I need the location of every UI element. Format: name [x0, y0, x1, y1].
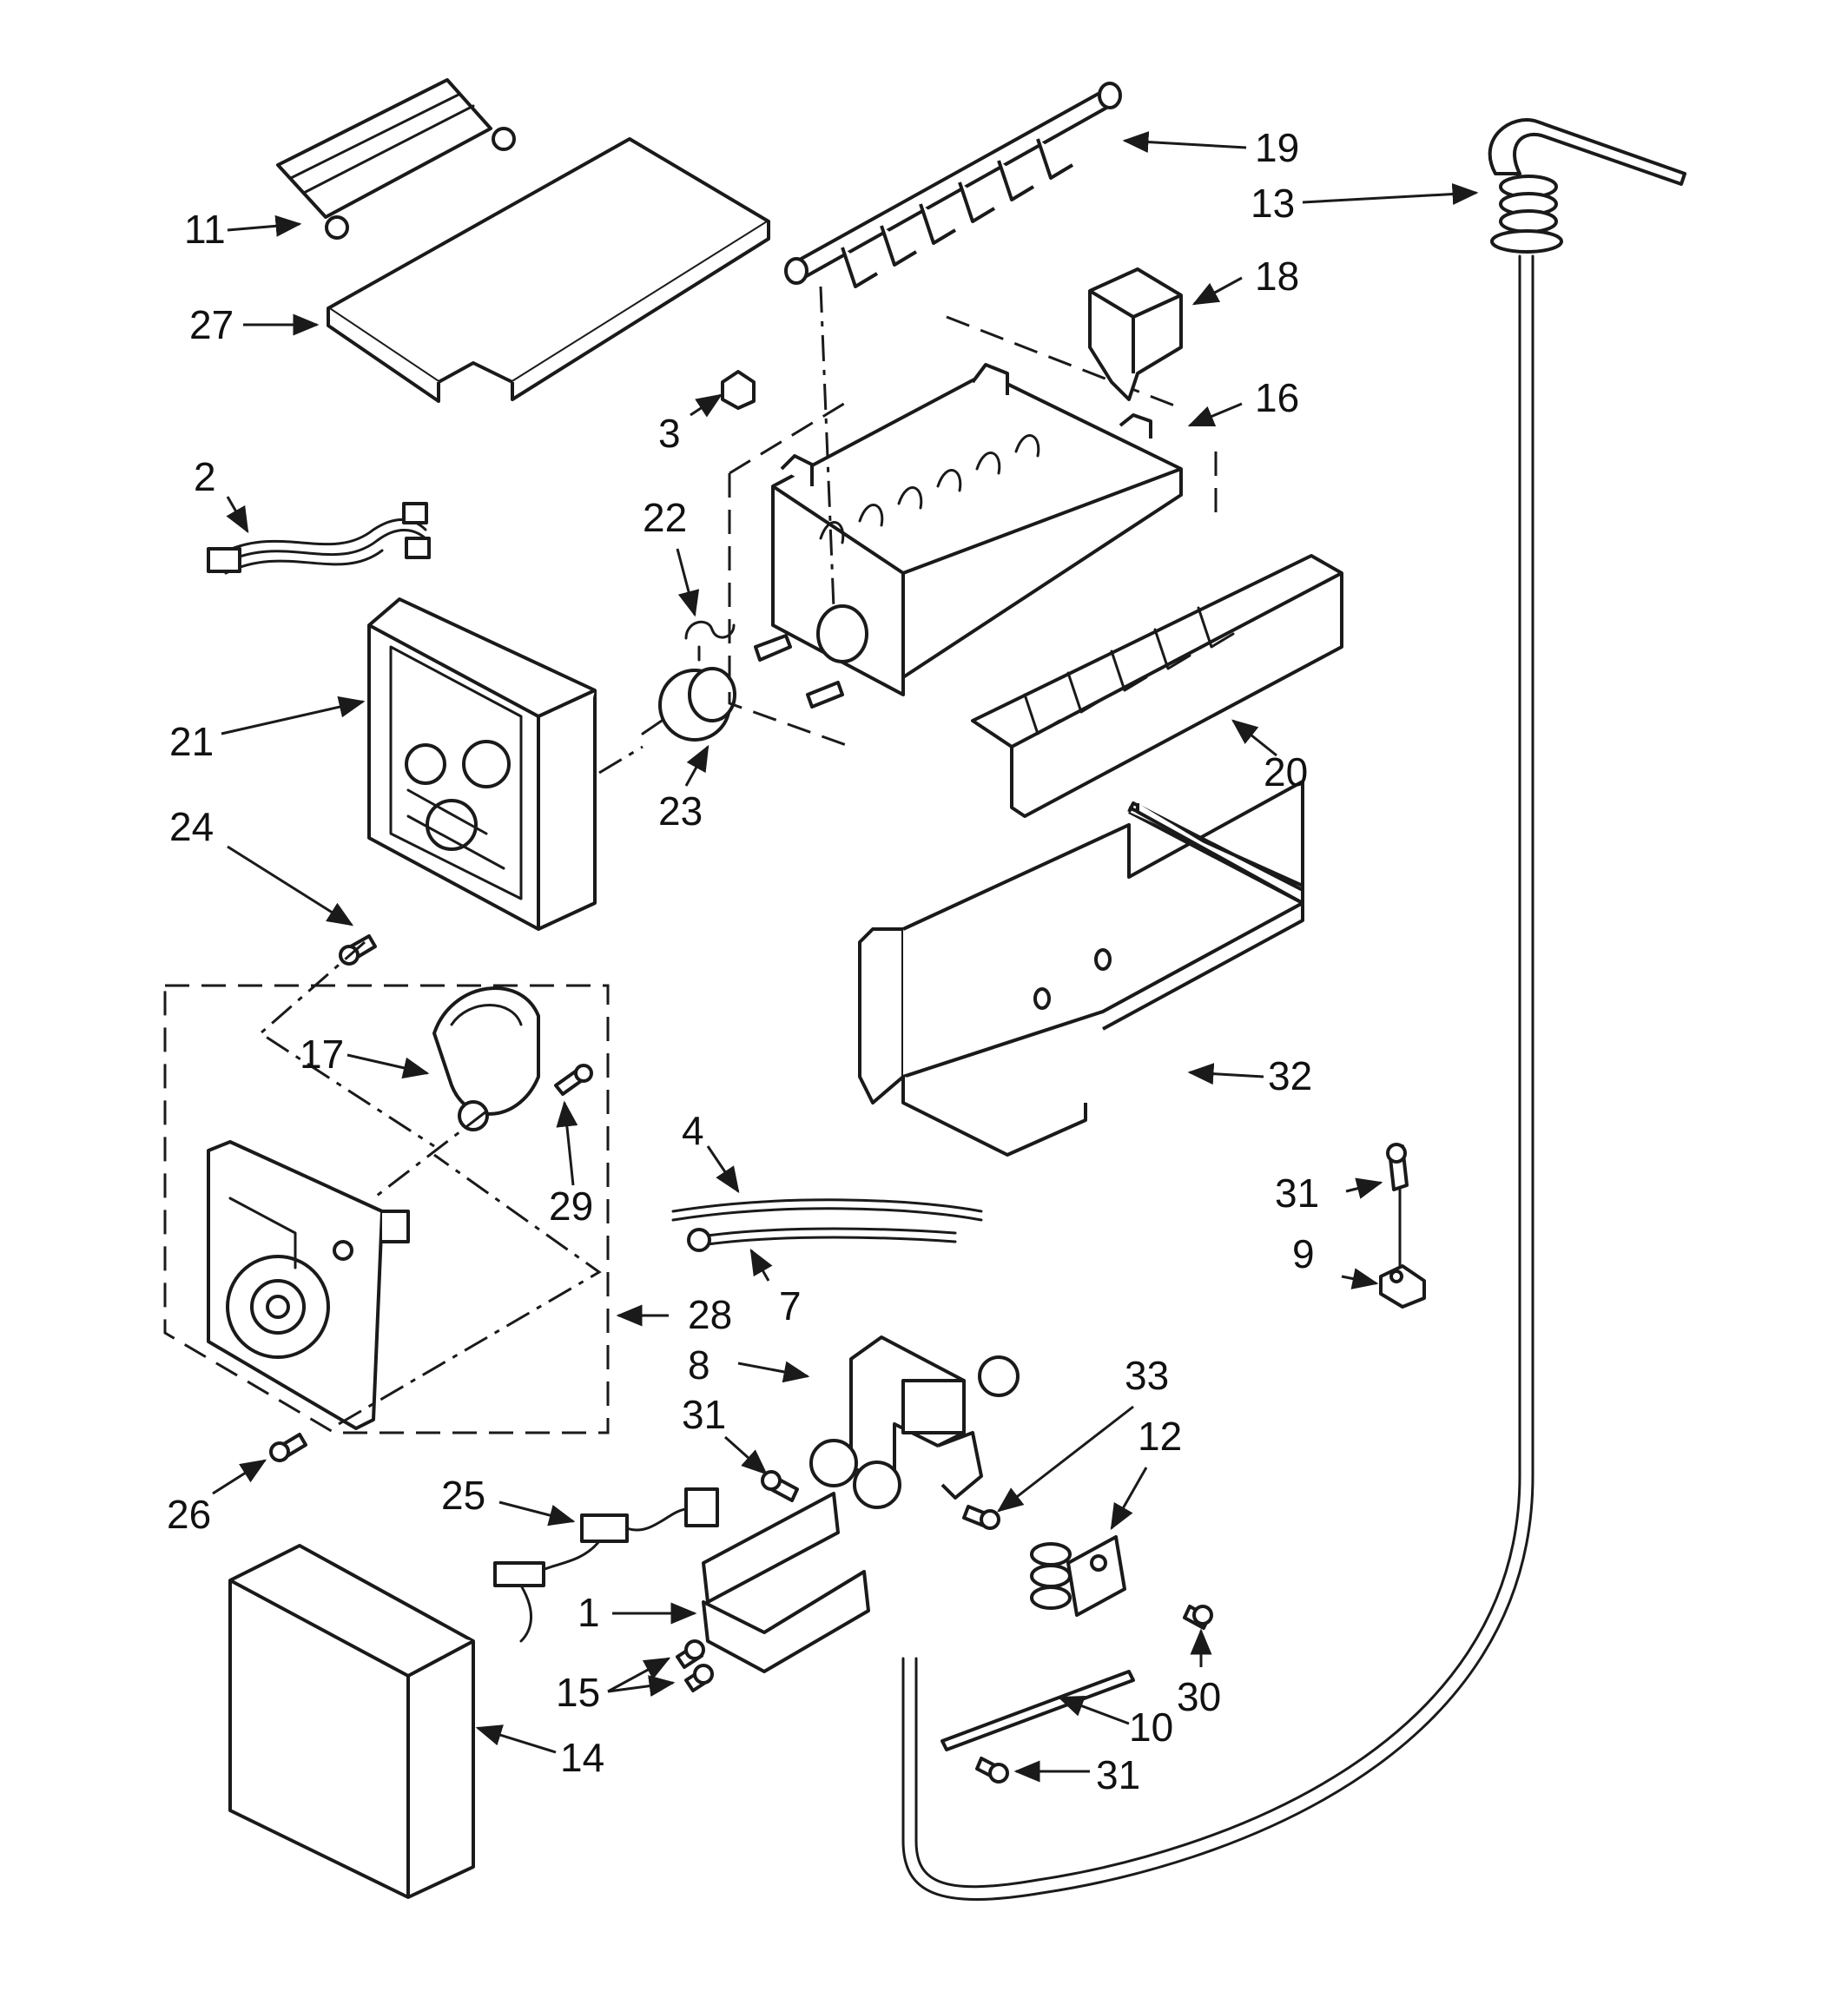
screw-29-part [554, 1064, 593, 1096]
callout-13: 13 [1251, 181, 1295, 226]
clamp-part [1030, 1535, 1126, 1617]
callout-22: 22 [643, 495, 687, 540]
callout-12: 12 [1138, 1414, 1182, 1459]
ejector-part [784, 82, 1122, 609]
callout-9: 9 [1292, 1231, 1315, 1276]
callout-2: 2 [194, 454, 216, 499]
connector-harness-part [493, 1487, 719, 1643]
cover-box-part [228, 1544, 475, 1899]
motor-part [432, 986, 540, 1131]
clip-9-part [1379, 1264, 1426, 1309]
screw-30-part [1183, 1605, 1213, 1630]
callout-7: 7 [779, 1283, 802, 1329]
module-assembly-group [163, 984, 610, 1434]
callout-16: 16 [1255, 375, 1299, 420]
screw-31a-part [761, 1470, 799, 1502]
screw-31c-part [975, 1757, 1009, 1784]
callout-25: 25 [441, 1473, 485, 1518]
callout-11: 11 [184, 207, 226, 252]
thermostat-part [641, 667, 736, 742]
callout-21: 21 [169, 719, 214, 764]
module-plate-part [207, 1140, 410, 1430]
cover-panel-part [327, 137, 770, 403]
leader-arrows [212, 131, 1479, 1783]
ice-bin-shelf-part [858, 780, 1304, 1157]
callout-27: 27 [189, 302, 234, 347]
callout-15: 15 [556, 1670, 600, 1715]
callout-1: 1 [578, 1590, 600, 1635]
callout-23: 23 [658, 788, 703, 834]
tube-7-part [687, 1227, 957, 1252]
fill-cup-part [1088, 267, 1183, 401]
callout-30: 30 [1177, 1674, 1221, 1719]
ice-maker-housing-part [367, 597, 597, 931]
mounting-bracket-part [702, 1492, 870, 1673]
callout-8: 8 [688, 1342, 710, 1388]
screw-31b-part [1386, 1143, 1409, 1269]
stripper-part [971, 554, 1343, 818]
callout-26: 26 [167, 1492, 211, 1537]
callout-31-strip: 31 [1096, 1752, 1140, 1797]
callout-3: 3 [658, 411, 681, 456]
callout-31-clip: 31 [1275, 1170, 1319, 1216]
alignment-lines [258, 745, 644, 1426]
callout-labels: 11 27 2 21 24 17 29 28 26 25 1 15 14 3 2… [167, 125, 1319, 1797]
fill-tube-part [901, 118, 1686, 1901]
screw-26-part [269, 1433, 307, 1462]
spring-clip-part [684, 620, 736, 662]
callout-19: 19 [1255, 125, 1299, 170]
callout-4: 4 [682, 1108, 704, 1153]
callout-18: 18 [1255, 254, 1299, 299]
hinge-bracket-part [276, 78, 516, 240]
callout-24: 24 [169, 804, 214, 849]
callout-10: 10 [1129, 1705, 1173, 1750]
callout-31-valve: 31 [682, 1392, 726, 1437]
screws-15-part [676, 1639, 714, 1692]
callout-17: 17 [300, 1032, 344, 1077]
callout-33: 33 [1125, 1353, 1169, 1398]
water-valve-part [809, 1335, 1020, 1509]
ice-mold-part [728, 315, 1218, 748]
screw-33-part [962, 1505, 1000, 1530]
callout-28: 28 [688, 1292, 732, 1337]
tube-4-part [671, 1198, 983, 1222]
callout-32: 32 [1268, 1053, 1312, 1098]
callout-20: 20 [1264, 749, 1308, 795]
wire-harness-part [207, 502, 431, 575]
callout-29: 29 [549, 1184, 593, 1229]
clip-part [721, 370, 756, 410]
strip-part [940, 1670, 1135, 1751]
callout-14: 14 [560, 1735, 604, 1780]
